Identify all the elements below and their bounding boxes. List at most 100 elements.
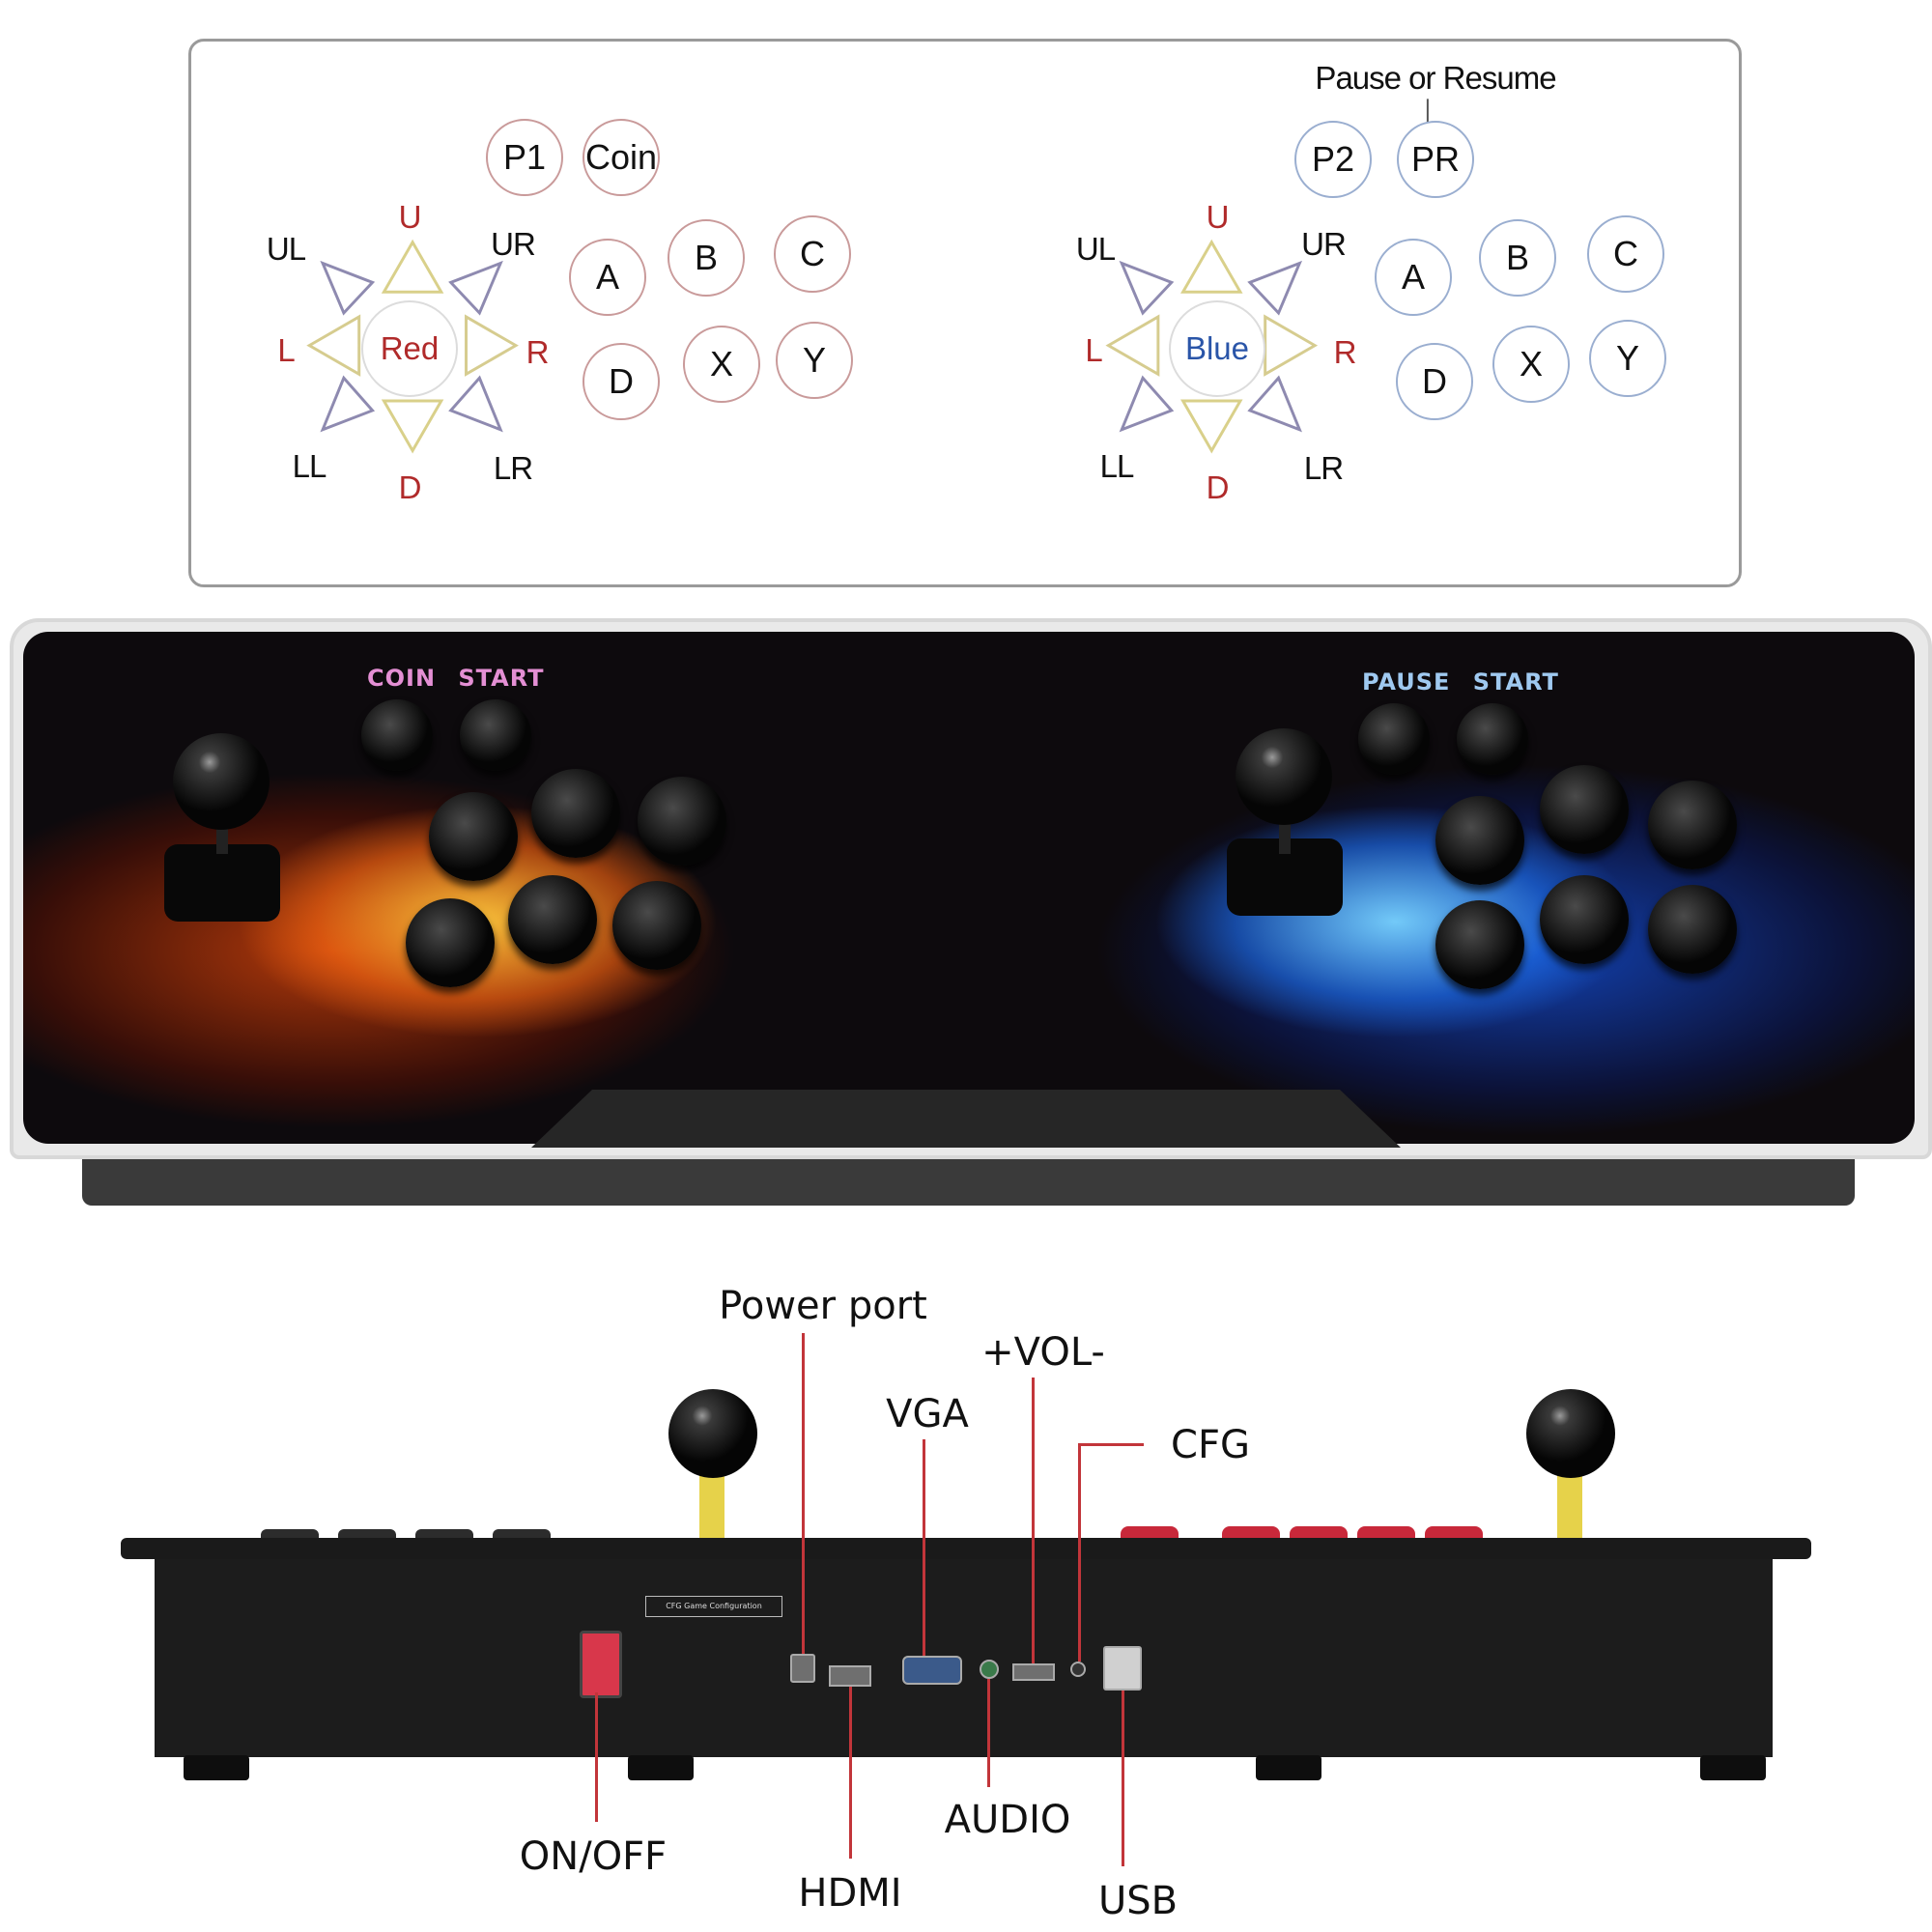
cfg-button[interactable] — [1070, 1662, 1086, 1677]
p2-button-d: D — [1396, 343, 1473, 420]
coin-label: COIN START — [367, 665, 545, 692]
p2-button-x: X — [1492, 326, 1570, 403]
p1-action-c[interactable] — [638, 777, 726, 866]
p1-joystick[interactable] — [173, 733, 270, 830]
vol-callout: +VOL- — [981, 1330, 1105, 1375]
p1-button-b: B — [668, 219, 745, 297]
p2-action-d[interactable] — [1435, 900, 1524, 989]
p2-action-x[interactable] — [1540, 875, 1629, 964]
p2-dir-up: U — [1206, 199, 1230, 235]
p1-dir-up-right: UR — [491, 226, 536, 262]
chassis-back — [155, 1559, 1773, 1757]
volume-rocker[interactable] — [1012, 1663, 1055, 1681]
p1-arrow-ul — [320, 260, 376, 316]
p1-action-b[interactable] — [531, 769, 620, 858]
p2-button-y: Y — [1589, 320, 1666, 397]
p1-button-d: D — [582, 343, 660, 420]
p1-button: P1 — [486, 119, 563, 196]
vga-port[interactable] — [902, 1656, 962, 1685]
front-notch — [531, 1090, 1401, 1148]
p2-arrow-lr — [1247, 375, 1302, 433]
p2-joystick-ball-back — [1526, 1389, 1615, 1478]
foot — [628, 1755, 694, 1780]
p2-action-a[interactable] — [1435, 796, 1524, 885]
p1-arrow-right — [465, 314, 519, 377]
power-switch[interactable] — [580, 1631, 622, 1698]
p2-action-c[interactable] — [1648, 781, 1737, 869]
p2-arrow-down — [1180, 399, 1243, 454]
p2-dir-up-left: UL — [1075, 231, 1116, 267]
p2-arrow-left — [1105, 314, 1160, 377]
p2-dir-low-left: LL — [1099, 448, 1135, 484]
p1-dir-up-left: UL — [266, 231, 306, 267]
p2-joystick[interactable] — [1236, 728, 1332, 825]
foot — [1700, 1755, 1766, 1780]
p1-arrow-ll — [320, 375, 376, 433]
p2-dir-left: L — [1085, 332, 1102, 368]
audio-jack[interactable] — [980, 1660, 999, 1679]
p2-start-button[interactable] — [1457, 703, 1528, 775]
p1-button-x: X — [683, 326, 760, 403]
p2-arrow-ur — [1247, 260, 1303, 316]
usb-port[interactable] — [1103, 1646, 1142, 1690]
pause-label: PAUSE START — [1362, 668, 1559, 696]
p2-joystick-center: Blue — [1169, 300, 1265, 397]
power-port[interactable] — [790, 1654, 815, 1683]
p1-joystick-center: Red — [361, 300, 458, 397]
fire-ice-artwork: COIN START PAUSE START — [23, 632, 1915, 1144]
p1-arrow-ur — [448, 260, 503, 316]
p1-joystick-ball-back — [668, 1389, 757, 1478]
p1-arrow-down — [381, 399, 444, 454]
p2-dir-up-right: UR — [1301, 226, 1347, 262]
hdmi-callout: HDMI — [798, 1871, 902, 1916]
cfg-callout: CFG — [1171, 1423, 1250, 1467]
p1-dir-low-right: LR — [493, 450, 533, 486]
foot — [184, 1755, 249, 1780]
pr-button: PR — [1397, 121, 1474, 198]
button-layout-diagram: P1 Coin Red U D L R UL UR LL LR A B C D … — [188, 39, 1742, 587]
on-off-leader — [595, 1692, 598, 1822]
p1-button-a: A — [569, 239, 646, 316]
coin-button: Coin — [582, 119, 660, 196]
p2-action-b[interactable] — [1540, 765, 1629, 854]
audio-leader — [987, 1679, 990, 1787]
hdmi-port[interactable] — [829, 1665, 871, 1687]
p1-button-y: Y — [776, 322, 853, 399]
p1-dir-up: U — [398, 199, 422, 235]
power-port-callout: Power port — [719, 1284, 927, 1328]
p1-action-y[interactable] — [612, 881, 701, 970]
top-deck — [121, 1538, 1811, 1559]
usb-leader — [1122, 1690, 1124, 1866]
usb-callout: USB — [1097, 1879, 1179, 1923]
p2-pause-button[interactable] — [1358, 703, 1430, 775]
p1-arrow-left — [306, 314, 361, 377]
p1-dir-down: D — [398, 469, 422, 505]
p2-action-y[interactable] — [1648, 885, 1737, 974]
p1-arrow-lr — [448, 375, 503, 433]
p1-action-a[interactable] — [429, 792, 518, 881]
p2-button-a: A — [1375, 239, 1452, 316]
p1-coin-button[interactable] — [361, 699, 433, 771]
p1-dir-left: L — [277, 332, 295, 368]
cfg-leader-horizontal — [1078, 1443, 1144, 1446]
p1-button-c: C — [774, 215, 851, 293]
p2-button-c: C — [1587, 215, 1664, 293]
vga-leader — [923, 1439, 925, 1656]
p1-start-button[interactable] — [460, 699, 531, 771]
back-panel-view: Power port +VOL- VGA CFG ON/OFF HDMI AUD… — [0, 1256, 1932, 1932]
p1-action-d[interactable] — [406, 898, 495, 987]
p1-action-x[interactable] — [508, 875, 597, 964]
p1-arrow-up — [381, 239, 444, 294]
p1-joystick-base — [164, 844, 280, 922]
cfg-leader-vertical — [1078, 1443, 1081, 1662]
console-top-view: COIN START PAUSE START — [10, 618, 1932, 1217]
p2-button-b: B — [1479, 219, 1556, 297]
p2-dir-down: D — [1206, 469, 1230, 505]
p2-dir-right: R — [1333, 334, 1357, 370]
p2-button: P2 — [1294, 121, 1372, 198]
hdmi-leader — [849, 1687, 852, 1859]
p1-dir-low-left: LL — [292, 448, 327, 484]
p2-arrow-ll — [1119, 375, 1175, 433]
vga-callout: VGA — [886, 1392, 969, 1436]
p2-dir-low-right: LR — [1303, 450, 1344, 486]
